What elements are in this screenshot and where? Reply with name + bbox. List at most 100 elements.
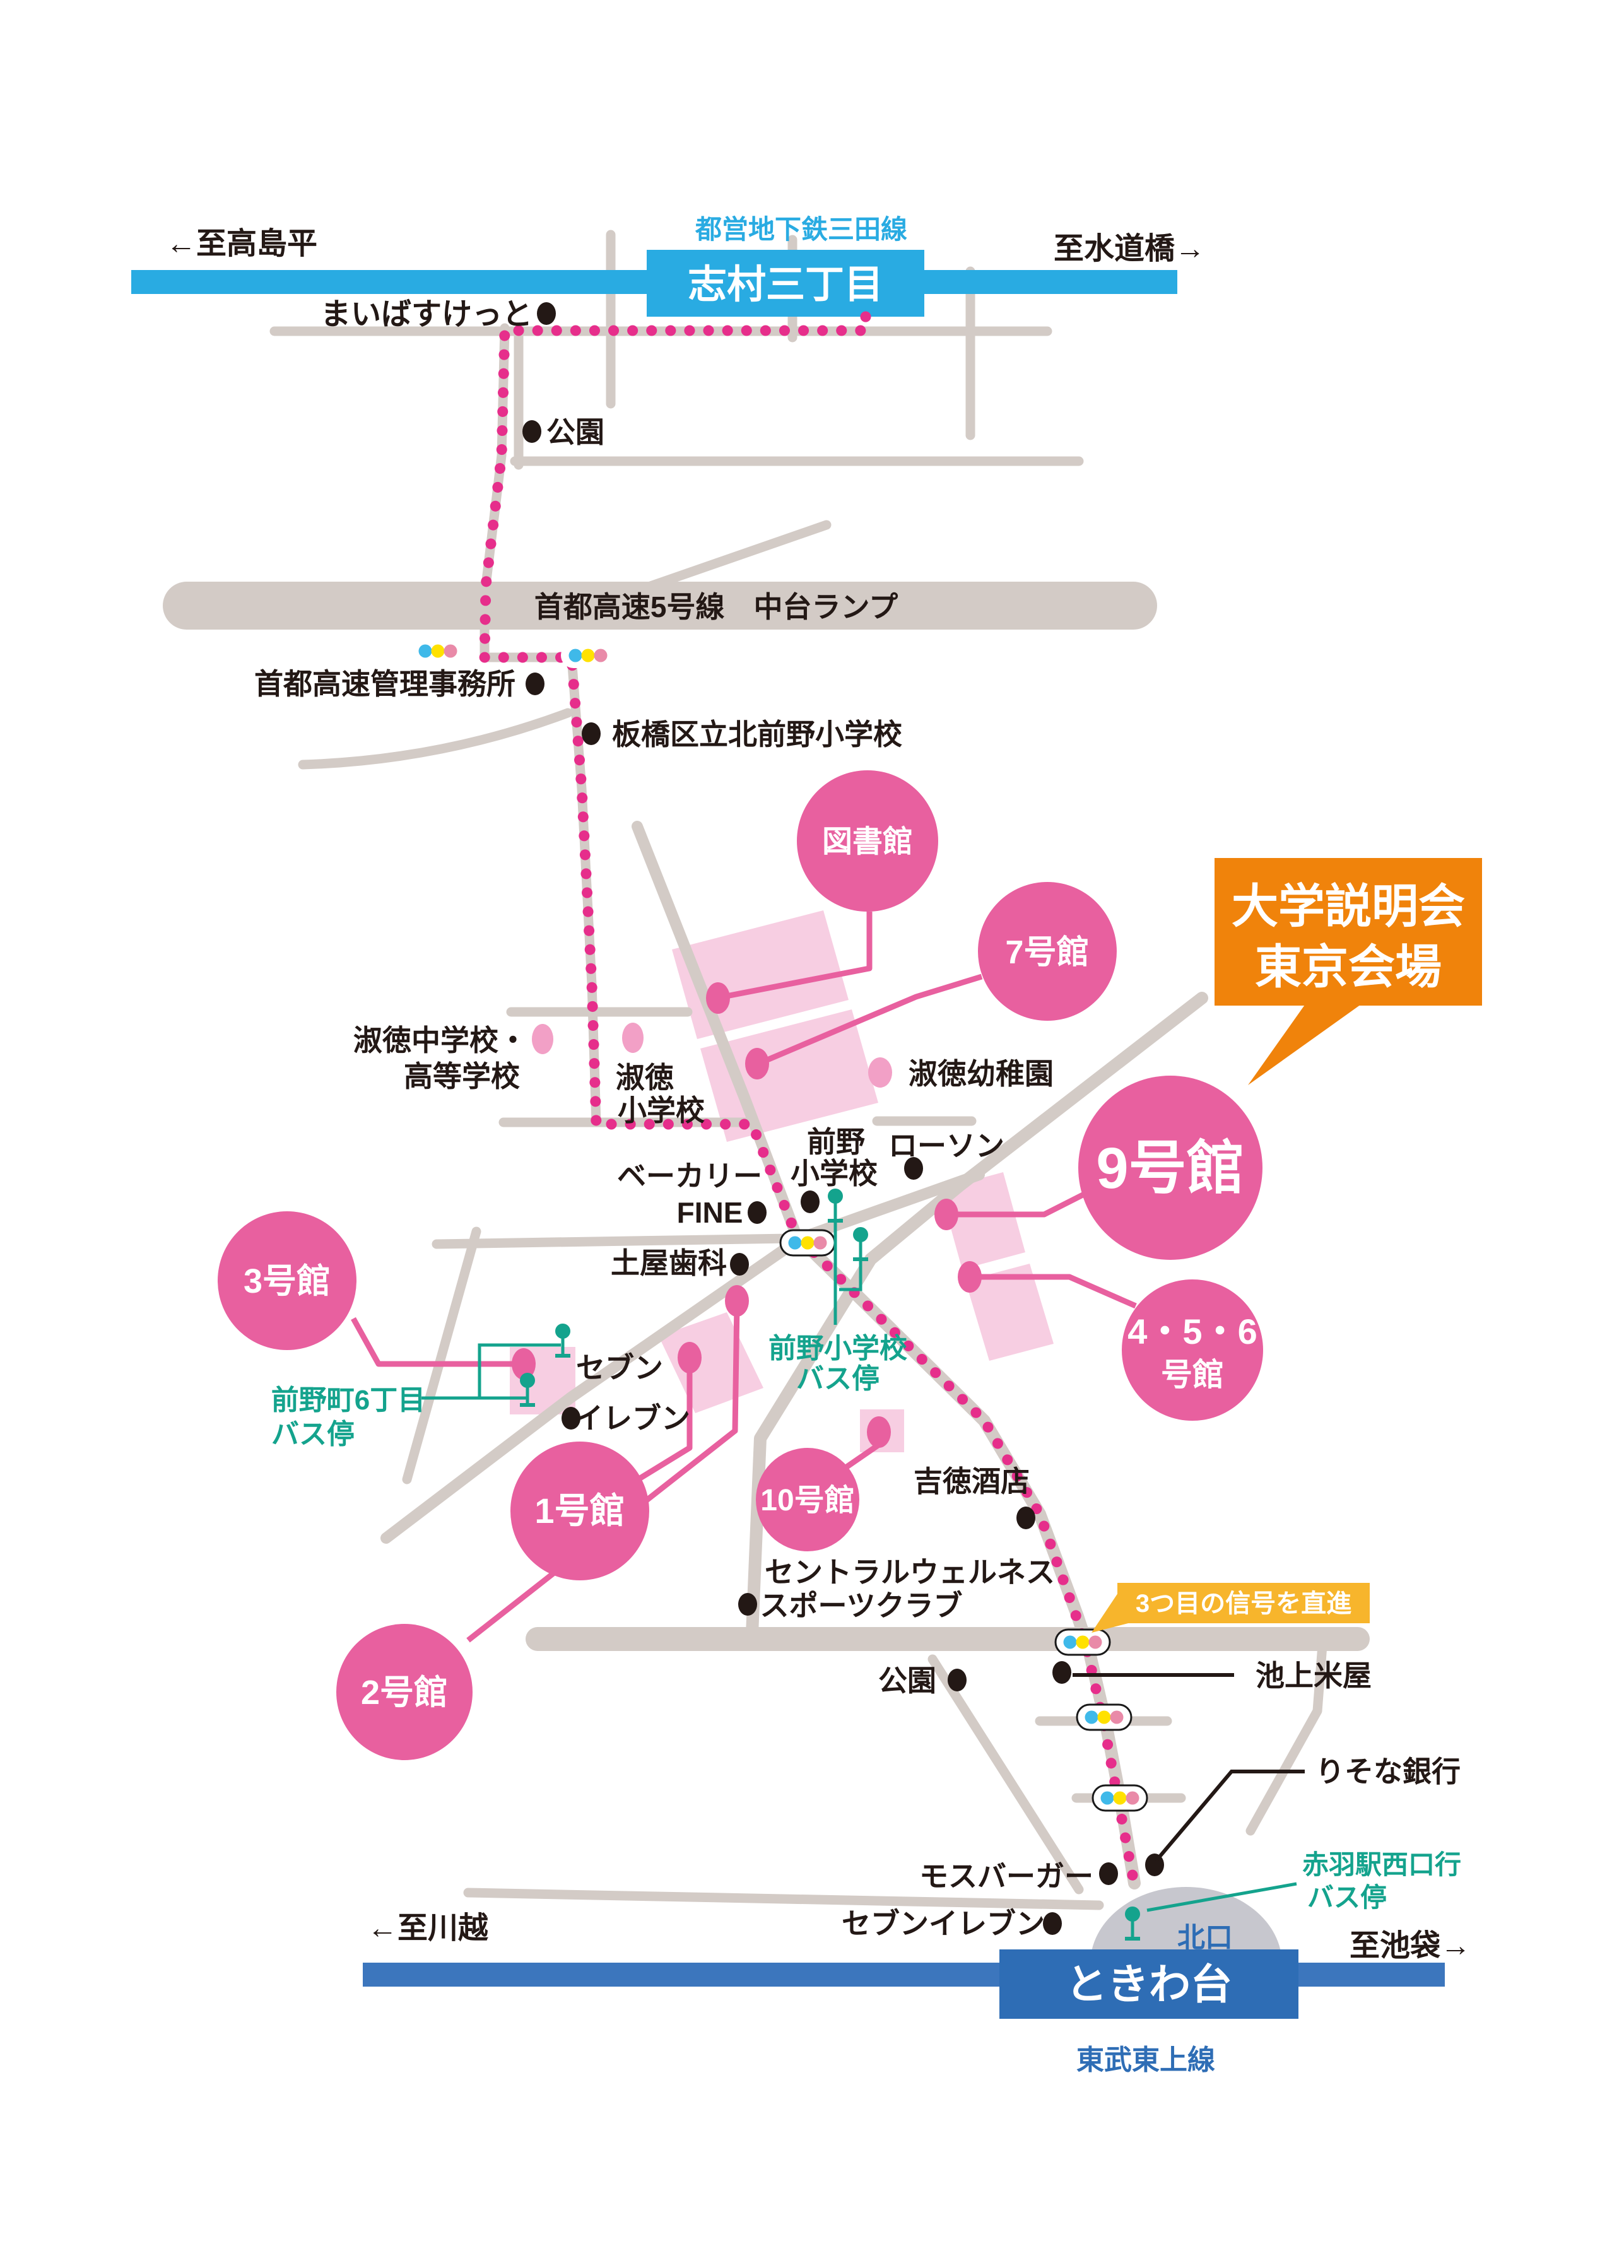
landmark-dot-park-north — [522, 420, 541, 443]
label-park-north: 公園 — [546, 416, 604, 449]
landmark-dot-tsuchiya — [730, 1253, 749, 1276]
venue-label-line2: 東京会場 — [1255, 941, 1442, 993]
leader-b456 — [973, 1274, 1137, 1309]
label-maeno-es1: 前野 — [807, 1125, 865, 1158]
label-seven-south: セブンイレブン — [842, 1907, 1045, 1940]
leader-dot-b3 — [512, 1348, 536, 1380]
road-ramp — [616, 520, 832, 601]
label-park-south: 公園 — [878, 1664, 936, 1697]
traffic-light-icon — [411, 638, 465, 664]
label-lawson: ローソン — [888, 1129, 1004, 1162]
building-bubbles: 図書館 7号館 9号館 4・5・6 号館 3号館 1号館 10号館 2号館 — [218, 770, 1263, 1760]
direction-ikebukuro: 至池袋→ — [1350, 1929, 1471, 1963]
bus-stops: 前野小学校 バス停 前野町6丁目 バス停 赤羽駅西口行 バス停 — [271, 1189, 1461, 1941]
label-seven2: イレブン — [574, 1402, 690, 1435]
bubble-b2 — [336, 1624, 473, 1760]
landmark-dot-office — [526, 673, 544, 695]
station-banner-shimura — [647, 250, 924, 317]
bus-stop-icon — [555, 1324, 570, 1358]
label-mos: モスバーガー — [919, 1860, 1093, 1893]
direction-banner-label: 3つ目の信号を直進 — [1136, 1590, 1351, 1618]
label-bakery1: ベーカリー — [617, 1160, 762, 1192]
label-seven1: セブン — [576, 1351, 663, 1384]
label-mybasket: まいばすけっと — [321, 298, 533, 331]
landmark-dot-kitamaeno — [582, 722, 601, 745]
bus-stop-icon — [1125, 1907, 1140, 1941]
direction-suidobashi: 至水道橋→ — [1054, 232, 1205, 266]
venue-balloon-box — [1215, 858, 1482, 1006]
bus-stop-maeno-label1: 前野小学校 — [768, 1333, 907, 1364]
bubble-b3 — [218, 1211, 356, 1350]
landmark-dot-maeno-es — [801, 1190, 820, 1213]
leader-dot-b1 — [678, 1342, 702, 1373]
bubble-library-label: 図書館 — [822, 825, 913, 859]
bubble-b3-label: 3号館 — [244, 1262, 331, 1300]
tojo-line-name: 東武東上線 — [1076, 2045, 1215, 2076]
bubble-b456-label2: 号館 — [1161, 1357, 1224, 1392]
leader-b3 — [351, 1317, 521, 1367]
bus-stop-akabane-label1: 赤羽駅西口行 — [1302, 1850, 1461, 1879]
label-yoshitoku: 吉徳酒店 — [914, 1465, 1030, 1498]
leader-b7 — [757, 973, 983, 1067]
road — [432, 1233, 794, 1249]
school-dot-es — [622, 1023, 644, 1053]
label-expressway-office: 首都高速管理事務所 — [254, 667, 515, 700]
landmark-dot-mos — [1099, 1862, 1118, 1885]
label-shukutoku-es1: 淑徳 — [616, 1061, 674, 1094]
label-shukutoku-es2: 小学校 — [618, 1094, 705, 1127]
bus-stop-akabane-label2: バス停 — [1307, 1883, 1387, 1912]
bubble-b10-label: 10号館 — [760, 1484, 854, 1517]
bubble-b1 — [510, 1442, 649, 1580]
bubble-b456 — [1122, 1279, 1263, 1421]
direction-takashimadaira: ←至高島平 — [166, 227, 317, 261]
building-block — [940, 1172, 1025, 1269]
venue-balloon-tail — [1248, 1003, 1363, 1085]
label-central1: セントラルウェルネス — [765, 1556, 1055, 1589]
road — [402, 1226, 481, 1484]
school-dot-kindergarten — [868, 1057, 892, 1088]
road — [463, 1888, 1104, 1910]
traffic-light-icon — [779, 1229, 836, 1257]
label-bakery2: FINE — [677, 1196, 743, 1229]
label-shukutoku-kg: 淑徳幼稚園 — [909, 1057, 1054, 1090]
label-expressway: 首都高速5号線 中台ランプ — [534, 591, 898, 623]
label-ikegami: 池上米屋 — [1256, 1659, 1372, 1692]
traffic-light-icon — [1091, 1784, 1148, 1812]
bubble-b9-label: 9号館 — [1096, 1136, 1244, 1201]
landmark-dot-yoshitoku — [1016, 1507, 1035, 1529]
leader-b9 — [950, 1189, 1090, 1218]
leader-dot-b2 — [725, 1285, 749, 1317]
label-tsuchiya: 土屋歯科 — [611, 1247, 727, 1279]
road — [298, 708, 573, 770]
traffic-light-icon — [1054, 1628, 1111, 1656]
traffic-light-icon — [1076, 1703, 1133, 1731]
landmark-labels: まいばすけっと 公園 首都高速5号線 中台ランプ 首都高速管理事務所 板橋区立北… — [254, 298, 1461, 1940]
leader-dot-b7 — [745, 1048, 769, 1079]
landmark-dot-seven-south — [1043, 1912, 1062, 1935]
bubble-b2-label: 2号館 — [361, 1674, 448, 1712]
north-exit-label: 北口 — [1177, 1922, 1233, 1953]
building-block — [965, 1264, 1054, 1361]
direction-banner-box — [1117, 1583, 1370, 1623]
bus-stop-pointer — [1146, 1882, 1297, 1912]
bus-stop-icon — [520, 1373, 535, 1407]
mita-line-name: 都営地下鉄三田線 — [695, 214, 907, 244]
bubble-b10 — [756, 1448, 859, 1551]
station-banner-tokiwadai — [999, 1949, 1298, 2019]
pointer-resona — [1154, 1770, 1305, 1862]
venue-balloon: 大学説明会 東京会場 — [1215, 858, 1482, 1085]
landmark-dot-lawson — [904, 1157, 923, 1180]
bus-stop-maeno-label2: バス停 — [796, 1363, 880, 1394]
station-dome — [1090, 1887, 1282, 1964]
landmark-dot-seven — [562, 1407, 580, 1430]
bubble-b7 — [978, 882, 1117, 1021]
traffic-light-icon — [561, 643, 615, 668]
landmark-dot-central — [738, 1593, 757, 1616]
direction-banner: 3つ目の信号を直進 — [1091, 1583, 1370, 1633]
label-shukutoku-jh1: 淑徳中学校・ — [353, 1024, 527, 1057]
landmark-dot-mybasket — [537, 302, 556, 325]
label-resona: りそな銀行 — [1315, 1755, 1461, 1788]
bus-stop-maenocho6-label2: バス停 — [271, 1419, 355, 1450]
